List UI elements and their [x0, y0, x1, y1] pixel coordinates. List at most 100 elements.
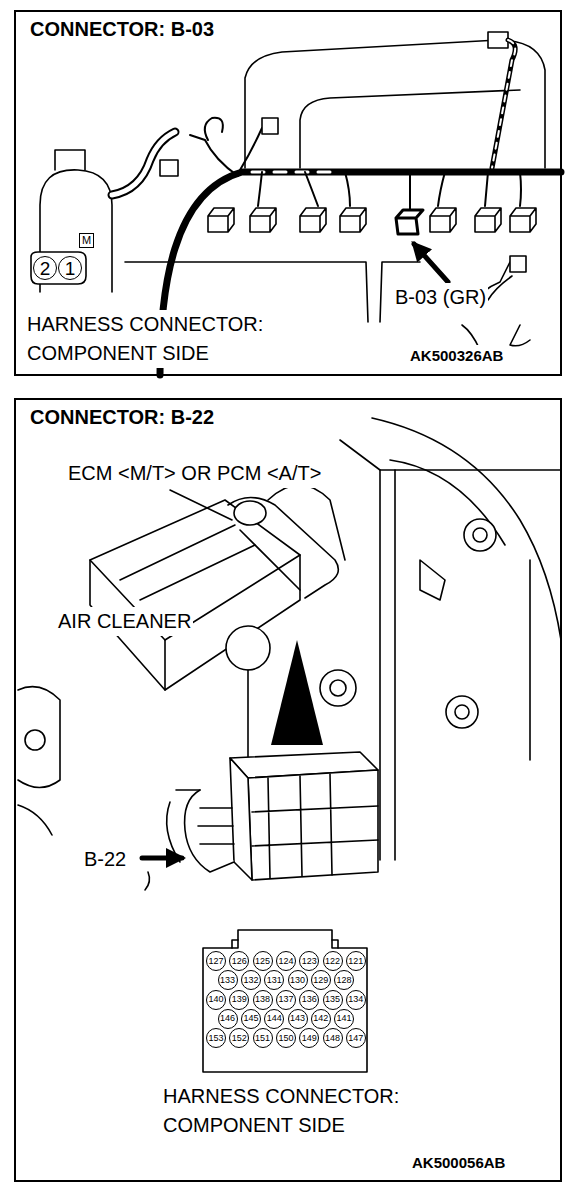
pin-number: 133: [218, 970, 238, 990]
pin-label: 136: [302, 995, 317, 1004]
pin-number: 152: [229, 1028, 249, 1048]
pin-number: 138: [253, 990, 273, 1010]
pin-number: 127: [206, 951, 226, 971]
pin-number: 121: [346, 951, 366, 971]
panel-heading: CONNECTOR: B-22: [28, 406, 216, 429]
strut-towers: [420, 519, 496, 728]
engine-cover: [245, 40, 545, 168]
pin-number: 126: [229, 951, 249, 971]
connector-panel: CONNECTOR: B-22 127 126 125 124 123 122 121 133 1…: [14, 398, 562, 1182]
view-note: HARNESS CONNECTOR: COMPONENT SIDE: [25, 310, 299, 368]
pin-label: 131: [267, 976, 282, 985]
pin-label: 153: [208, 1034, 223, 1043]
b22-arrow: [142, 858, 182, 890]
pin-label: 127: [208, 957, 223, 966]
pin-number: 131: [264, 970, 284, 990]
pin-number: 142: [311, 1009, 331, 1029]
pin-label: 2: [40, 259, 51, 278]
pin-number: 148: [323, 1028, 343, 1048]
pin-label: 146: [220, 1014, 235, 1023]
air-cleaner: [90, 500, 300, 690]
pin-label: 140: [208, 995, 223, 1004]
pin-label: 1: [65, 259, 76, 278]
pin-number: 149: [299, 1028, 319, 1048]
pin-label: 145: [243, 1014, 258, 1023]
pin-label: 137: [278, 995, 293, 1004]
pin-label: 142: [313, 1014, 328, 1023]
pin-label: 130: [290, 976, 305, 985]
connector-body-b03: [31, 252, 86, 284]
b03-arrow: [414, 244, 448, 282]
pin-label: 143: [290, 1014, 305, 1023]
pin-label: 139: [232, 995, 247, 1004]
coolant-reservoir: [40, 132, 175, 292]
pin-number: 136: [299, 990, 319, 1010]
pin-number: 1: [58, 256, 82, 280]
pin-number: 130: [288, 970, 308, 990]
pin-label: 147: [348, 1034, 363, 1043]
pin-number: 124: [276, 951, 296, 971]
figure-code: AK500056AB: [410, 1152, 507, 1174]
harness-branches: [258, 172, 521, 210]
pin-number: 125: [253, 951, 273, 971]
pin-number: 135: [323, 990, 343, 1010]
marker-box: M: [79, 233, 94, 248]
module-name: ECM <M/T> OR PCM <A/T>: [66, 459, 323, 488]
pin-label: 133: [220, 976, 235, 985]
pin-label: 121: [348, 957, 363, 966]
pin-number: 140: [206, 990, 226, 1010]
top-right-connector: [488, 32, 515, 168]
connector-housing: [203, 930, 367, 1072]
intake-duct: [228, 485, 345, 598]
pin-number: 123: [299, 951, 319, 971]
pin-number: 128: [334, 970, 354, 990]
b03-connector-shape: [396, 210, 423, 234]
pin-number: 150: [276, 1028, 296, 1048]
pin-label: 123: [302, 957, 317, 966]
pin-label: 148: [325, 1034, 340, 1043]
pin-number: 143: [288, 1009, 308, 1029]
figure-code: AK500326AB: [408, 345, 505, 367]
pin-number: 129: [311, 970, 331, 990]
pin-label: 151: [255, 1034, 270, 1043]
part-name: AIR CLEANER: [56, 607, 193, 636]
pin-label: 134: [348, 995, 363, 1004]
pin-label: 125: [255, 957, 270, 966]
panel-heading: CONNECTOR: B-03: [28, 18, 216, 41]
pin-number: 139: [229, 990, 249, 1010]
pin-label: 129: [313, 976, 328, 985]
pin-label: 144: [267, 1014, 282, 1023]
pin-number: 145: [241, 1009, 261, 1029]
pin-label: 126: [232, 957, 247, 966]
pin-label: 128: [337, 976, 352, 985]
pin-label: 149: [302, 1034, 317, 1043]
left-side-parts: [18, 687, 60, 835]
connector-row: [208, 208, 536, 232]
pin-number: 144: [264, 1009, 284, 1029]
pin-number: 146: [218, 1009, 238, 1029]
pin-label: 135: [325, 995, 340, 1004]
pin-label: 150: [278, 1034, 293, 1043]
ecm-leader: [170, 490, 232, 520]
pin-label: 138: [255, 995, 270, 1004]
ecm-module: [167, 752, 378, 880]
pin-label: 124: [278, 957, 293, 966]
pin-number: 2: [33, 256, 57, 280]
pin-number: 132: [241, 970, 261, 990]
pin-number: 147: [346, 1028, 366, 1048]
pin-label: 122: [325, 957, 340, 966]
reservoir-caps: [226, 626, 356, 760]
location-pointer: [271, 640, 323, 745]
pin-label: 141: [337, 1014, 352, 1023]
view-note: HARNESS CONNECTOR: COMPONENT SIDE: [161, 1082, 435, 1140]
pin-number: 151: [253, 1028, 273, 1048]
connector-callout: B-22: [82, 845, 128, 874]
pin-number: 141: [334, 1009, 354, 1029]
marker-label: M: [82, 235, 91, 246]
pin-number: 134: [346, 990, 366, 1010]
connector-callout: B-03 (GR): [393, 283, 488, 312]
pin-label: 132: [243, 976, 258, 985]
